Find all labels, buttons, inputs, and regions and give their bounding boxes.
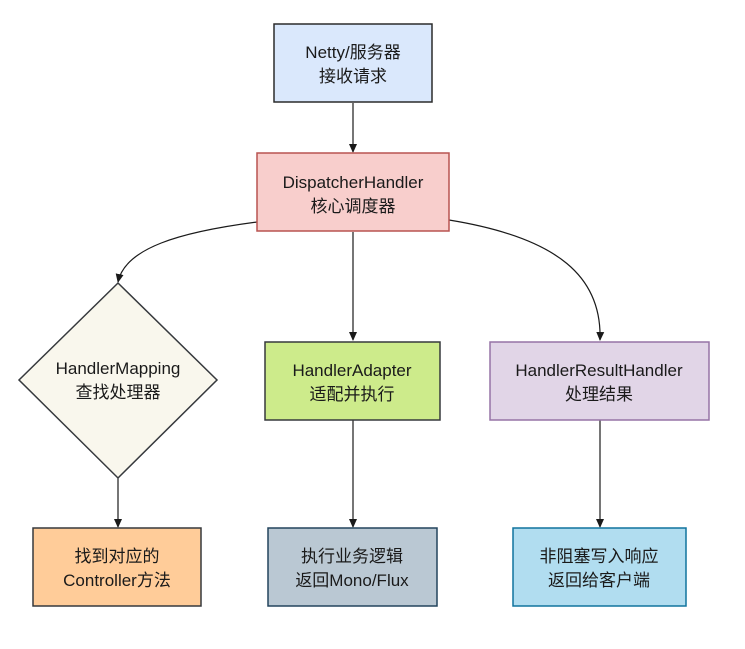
node-mapping-label-2: 查找处理器 — [76, 383, 161, 402]
node-result: HandlerResultHandler 处理结果 — [489, 341, 710, 421]
node-netty-box — [273, 23, 433, 103]
node-adapter: HandlerAdapter 适配并执行 — [264, 341, 441, 421]
node-dispatcher-box — [256, 152, 450, 232]
node-adapter-label-1: HandlerAdapter — [292, 361, 411, 380]
edge-dispatcher-to-mapping — [115, 221, 258, 283]
node-logic-label-2: 返回Mono/Flux — [295, 571, 409, 590]
node-adapter-label-2: 适配并执行 — [310, 385, 395, 404]
node-controller-label-2: Controller方法 — [63, 571, 171, 590]
node-dispatcher-label-2: 核心调度器 — [311, 197, 396, 216]
node-dispatcher: DispatcherHandler 核心调度器 — [256, 152, 450, 232]
node-result-box — [489, 341, 710, 421]
node-result-label-2: 处理结果 — [565, 385, 633, 404]
edges — [114, 103, 605, 528]
node-mapping: HandlerMapping 查找处理器 — [17, 281, 219, 480]
node-logic: 执行业务逻辑 返回Mono/Flux — [267, 527, 438, 607]
node-write-box — [512, 527, 687, 607]
node-result-label-1: HandlerResultHandler — [515, 361, 683, 380]
node-netty-label-1: Netty/服务器 — [305, 43, 400, 62]
node-write-label-2: 返回给客户端 — [548, 571, 650, 590]
node-logic-box — [267, 527, 438, 607]
node-mapping-label-1: HandlerMapping — [56, 359, 181, 378]
edge-dispatcher-to-result — [448, 219, 605, 341]
node-write: 非阻塞写入响应 返回给客户端 — [512, 527, 687, 607]
node-mapping-diamond — [17, 281, 219, 480]
node-controller-box — [32, 527, 202, 607]
node-netty-label-2: 接收请求 — [319, 67, 387, 86]
node-adapter-box — [264, 341, 441, 421]
node-netty: Netty/服务器 接收请求 — [273, 23, 433, 103]
node-dispatcher-label-1: DispatcherHandler — [283, 173, 424, 192]
node-logic-label-1: 执行业务逻辑 — [301, 547, 403, 566]
node-write-label-1: 非阻塞写入响应 — [540, 547, 659, 566]
node-controller-label-1: 找到对应的 — [75, 547, 160, 566]
node-controller: 找到对应的 Controller方法 — [32, 527, 202, 607]
